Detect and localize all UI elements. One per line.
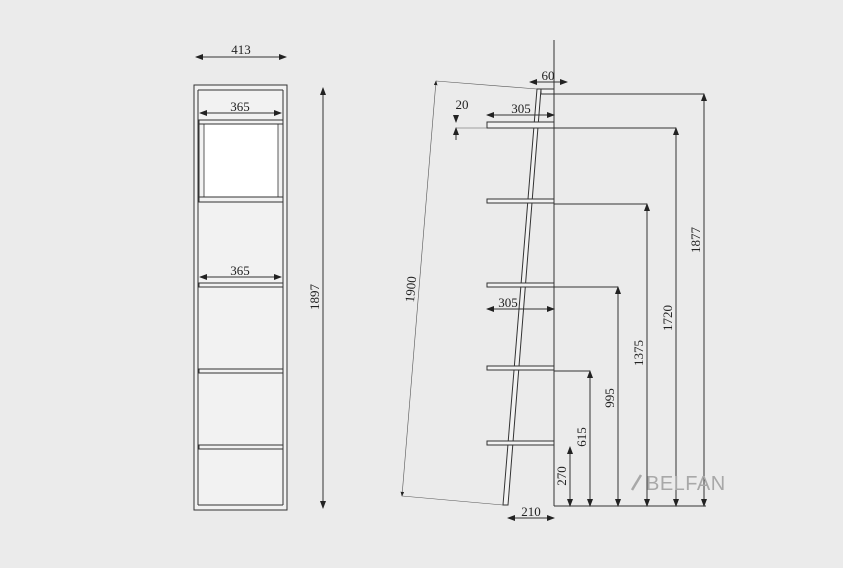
dim-cap-width: 60 <box>542 68 555 83</box>
dim-height-270: 270 <box>554 466 569 486</box>
dim-shelf-offset: 20 <box>456 97 469 112</box>
dim-height-995: 995 <box>602 388 617 408</box>
top-cap <box>540 88 555 95</box>
side-shelf <box>486 121 555 129</box>
logo-slash-icon <box>630 474 643 491</box>
front-shelf <box>198 444 284 450</box>
dim-shelf-width: 365 <box>230 263 250 278</box>
side-shelf <box>486 365 555 371</box>
dim-box-width: 365 <box>230 99 250 114</box>
logo-text: BELFAN <box>646 473 726 495</box>
dim-height: 1897 <box>307 284 322 311</box>
front-view: 413 365 365 1897 <box>193 42 326 511</box>
dim-height-1375: 1375 <box>631 340 646 366</box>
dim-height-1720: 1720 <box>660 305 675 331</box>
dim-base-depth: 210 <box>521 504 541 519</box>
front-shelf <box>198 368 284 374</box>
dim-width: 413 <box>231 42 251 57</box>
dim-top-shelf-depth: 305 <box>511 101 531 116</box>
dim-diagonal-length: 1900 <box>402 276 419 303</box>
side-shelf <box>486 198 555 204</box>
dim-height-1877: 1877 <box>688 227 703 254</box>
side-shelf <box>486 440 555 446</box>
side-view: 60 20 305 305 1900 210 1877 1720 1375 99… <box>400 40 707 521</box>
front-shelf <box>198 282 284 288</box>
dim-height-615: 615 <box>574 427 589 447</box>
side-shelf <box>486 282 555 288</box>
belfan-logo: BELFAN <box>630 473 726 495</box>
dim-mid-shelf-depth: 305 <box>498 295 518 310</box>
